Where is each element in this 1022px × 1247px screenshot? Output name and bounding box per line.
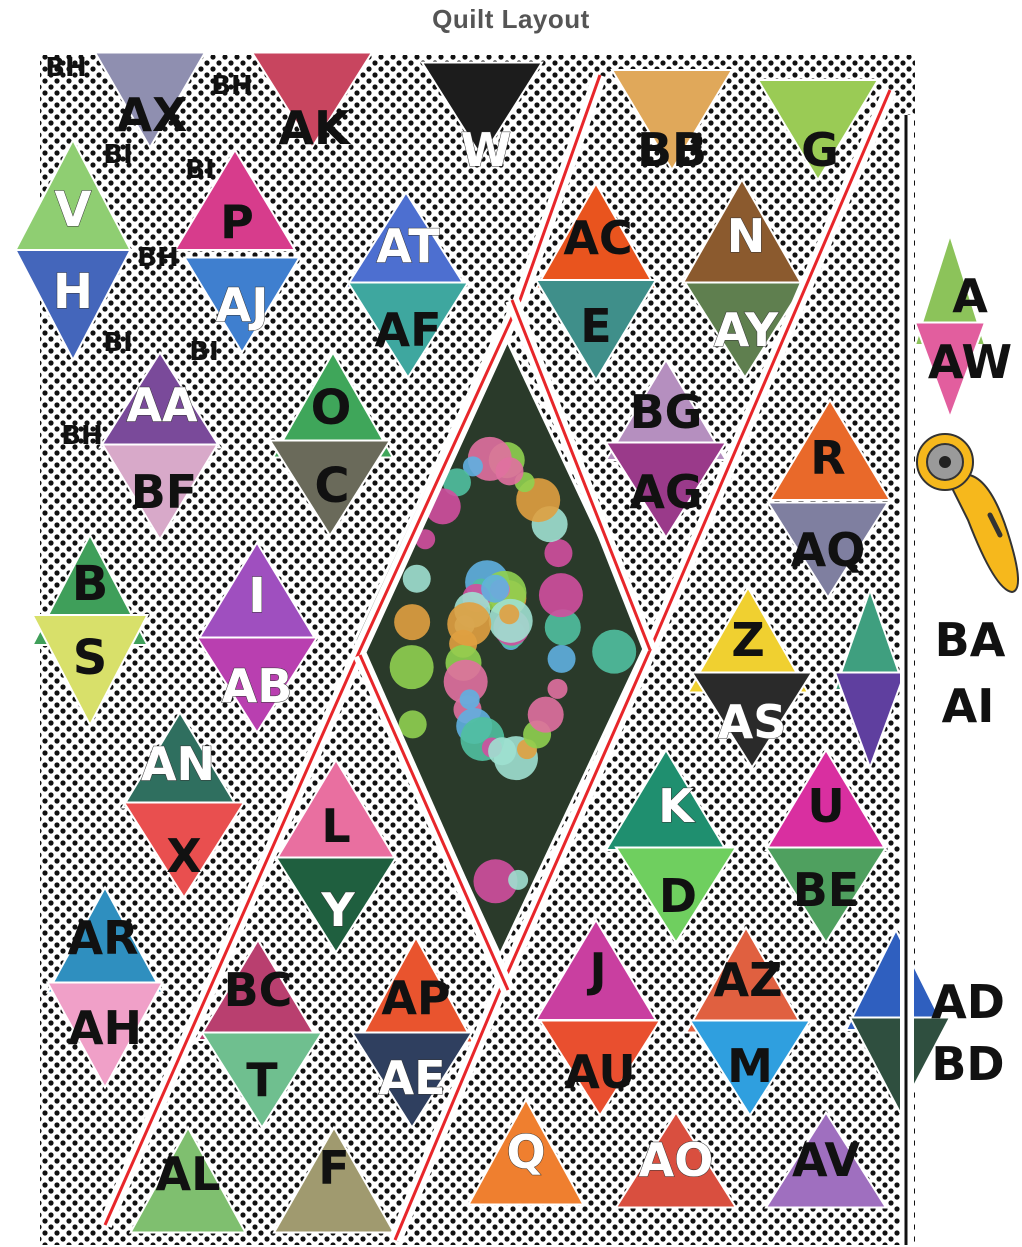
am-flower-dot [539,573,583,617]
am-flower-dot [548,679,568,699]
patch-label-ad: AD [931,975,1005,1029]
patch-label-u: U [807,779,844,833]
patch-label-ak: AK [278,101,352,155]
patch-label-aa: AA [126,378,198,432]
small-label-bi: BI [189,337,219,367]
patch-label-ba: BA [935,613,1006,667]
patch-label-bf: BF [131,465,197,519]
small-label-bh: BH [211,71,253,101]
patch-label-az: AZ [714,953,783,1007]
patch-label-ay: AY [714,303,779,357]
patch-label-ae: AE [378,1051,445,1105]
rotary-cutter-icon [917,434,1018,592]
am-flower-dot [508,870,528,890]
patch-label-t: T [246,1053,278,1107]
patch-label-i: I [248,568,266,624]
patch-label-au: AU [564,1045,636,1099]
patch-label-g: G [801,123,839,177]
patch-label-al: AL [156,1147,221,1201]
patch-label-bb: BB [637,123,707,177]
patch-label-ap: AP [381,971,450,1025]
patch-label-ao: AO [639,1133,714,1187]
patch-label-aw: AW [928,335,1012,389]
small-label-bh: BH [45,53,87,83]
patch-label-k: K [658,779,696,833]
patch-label-e: E [580,299,611,353]
patch-label-c: C [314,458,349,514]
patch-label-x: X [166,829,201,883]
patch-label-bd: BD [931,1037,1004,1091]
patch-label-o: O [311,380,352,436]
patch-label-h: H [53,264,93,320]
am-flower-dot [447,602,491,646]
am-flower-dot [544,539,572,567]
small-label-bi: BI [103,328,133,358]
patch-label-ag: AG [629,465,702,519]
patch-label-ax: AX [116,88,187,142]
patch-label-l: L [321,799,350,853]
patch-label-q: Q [506,1125,545,1179]
patch-label-av: AV [792,1133,860,1187]
patch-label-as: AS [718,695,787,749]
patch-label-at: AT [376,219,440,273]
am-flower-dot [399,710,427,738]
am-flower-dot [592,630,636,674]
am-flower-dot [488,737,516,765]
patch-label-aj: AJ [216,278,269,332]
patch-label-ac: AC [563,211,632,265]
am-flower-dot [528,697,564,733]
cutter-hub [939,456,951,468]
patch-label-bc: BC [224,963,293,1017]
patch-label-ai: AI [942,679,995,733]
patch-label-m: M [727,1039,773,1093]
patch-label-an: AN [141,737,215,791]
patch-label-a: A [952,269,988,323]
patch-label-be: BE [793,863,859,917]
patch-label-f: F [318,1141,349,1195]
patch-label-y: Y [320,883,355,937]
patch-label-ar: AR [67,911,138,965]
patch-label-s: S [73,630,108,686]
patch-label-w: W [461,123,512,177]
small-label-bi: BI [185,155,215,185]
patch-label-af: AF [374,303,441,357]
patch-label-n: N [727,209,766,263]
small-label-bh: BH [61,421,103,451]
small-label-bh: BH [137,243,179,273]
patch-label-bg: BG [630,385,703,439]
am-flower-dot [403,565,431,593]
am-flower-dot [496,457,524,485]
am-flower-dot [460,689,480,709]
patch-label-p: P [220,195,254,249]
patch-label-j: J [586,943,606,997]
patch-label-z: Z [731,613,764,667]
patch-label-v: V [54,182,91,238]
am-flower-dot [390,645,434,689]
small-label-bi: BI [103,140,133,170]
patch-label-r: R [810,431,845,485]
am-flower-dot [548,645,576,673]
am-flower-dot [394,604,430,640]
patch-label-ab: AB [222,659,293,713]
patch-label-ah: AH [68,1001,142,1055]
patch-label-d: D [659,869,697,923]
am-flower-dot [481,575,509,603]
cutter-handle [948,474,1018,592]
am-flower-dot [499,604,519,624]
patch-label-b: B [72,556,109,612]
patch-label-aq: AQ [791,523,866,577]
